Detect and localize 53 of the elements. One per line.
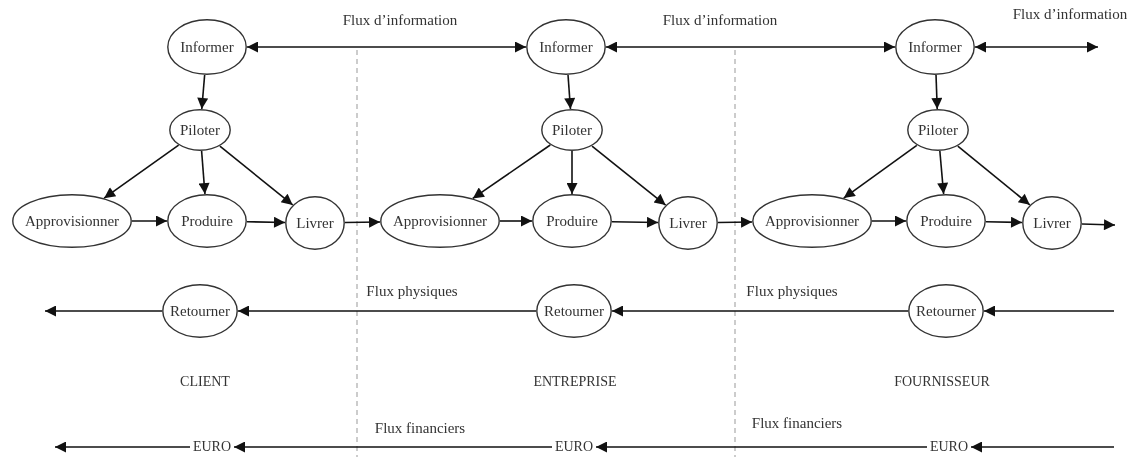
node-label: Piloter xyxy=(918,121,958,139)
currency-label: EURO xyxy=(192,439,232,455)
arrow xyxy=(566,150,578,195)
node-label: Produire xyxy=(546,212,598,230)
arrow xyxy=(1081,219,1116,231)
arrow xyxy=(931,74,943,110)
arrow xyxy=(611,305,909,317)
node-label: Approvisionner xyxy=(392,212,488,230)
arrow xyxy=(499,215,533,227)
node-label: Informer xyxy=(539,38,593,56)
arrow xyxy=(237,305,537,317)
node-label: Livrer xyxy=(669,214,707,232)
arrow xyxy=(717,216,753,228)
arrow xyxy=(103,144,180,199)
arrow xyxy=(233,441,553,453)
node-label: Informer xyxy=(908,38,962,56)
arrow xyxy=(842,144,918,199)
currency-label: EURO xyxy=(929,439,969,455)
node-label: Approvisionner xyxy=(24,212,120,230)
node-label: Retourner xyxy=(916,302,976,320)
arrow xyxy=(937,150,949,195)
arrow xyxy=(246,216,286,228)
arrow xyxy=(957,145,1031,206)
arrow xyxy=(44,305,163,317)
arrow xyxy=(985,216,1023,228)
node-label: Produire xyxy=(920,212,972,230)
node-label: Livrer xyxy=(1033,214,1071,232)
arrow xyxy=(246,41,527,53)
arrow xyxy=(611,216,659,228)
arrow xyxy=(219,145,294,206)
arrow xyxy=(54,441,191,453)
currency-label: EURO xyxy=(554,439,594,455)
node-label: Livrer xyxy=(296,214,334,232)
arrow xyxy=(197,74,209,110)
node-label: Piloter xyxy=(180,121,220,139)
arrow xyxy=(970,441,1115,453)
arrow xyxy=(472,144,552,200)
node-label: Informer xyxy=(180,38,234,56)
arrow xyxy=(605,41,896,53)
arrow xyxy=(131,215,168,227)
arrow xyxy=(344,216,381,228)
node-label: Produire xyxy=(181,212,233,230)
arrow xyxy=(198,150,210,195)
arrow xyxy=(591,145,667,206)
arrow xyxy=(974,41,1099,53)
arrow xyxy=(564,74,576,110)
node-label: Retourner xyxy=(170,302,230,320)
node-label: Retourner xyxy=(544,302,604,320)
arrow xyxy=(871,215,907,227)
arrow xyxy=(983,305,1115,317)
arrow xyxy=(595,441,928,453)
node-label: Approvisionner xyxy=(764,212,860,230)
node-label: Piloter xyxy=(552,121,592,139)
